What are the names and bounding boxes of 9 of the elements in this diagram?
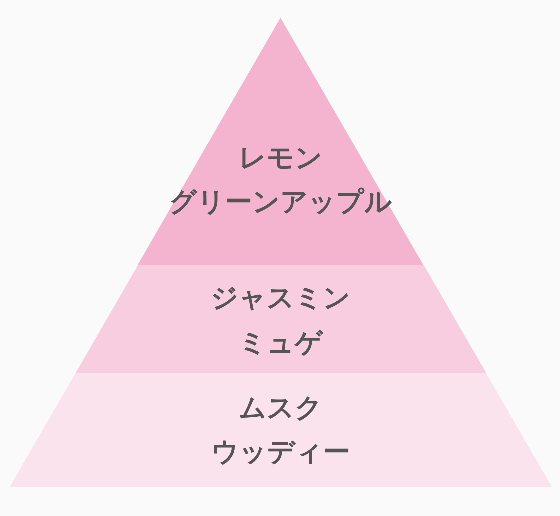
tier-label: ミュゲ: [238, 327, 323, 361]
base-tier-band: [10, 373, 552, 487]
tier-label: ウッディー: [212, 436, 350, 470]
tier-label: ジャスミン: [210, 282, 351, 316]
middle-tier-band: [76, 265, 486, 373]
top-tier-band: [138, 18, 424, 265]
tier-label: グリーンアップル: [169, 186, 392, 220]
tier-label: ムスク: [239, 392, 323, 426]
tier-label: レモン: [238, 142, 323, 176]
